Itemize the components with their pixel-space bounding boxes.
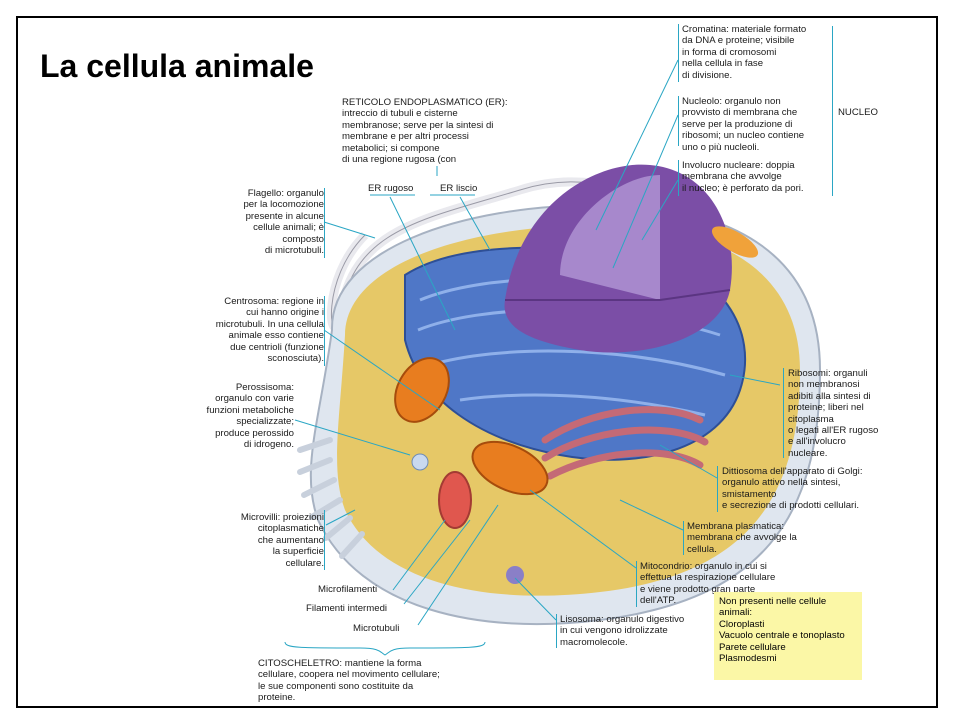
label-lisosoma: Lisosoma: organulo digestivo in cui veng…	[560, 614, 684, 648]
label-centrosoma: Centrosoma: regione in cui hanno origine…	[216, 296, 324, 364]
label-citoscheletro: CITOSCHELETRO: mantiene la forma cellula…	[258, 658, 440, 704]
label-nucleolo: Nucleolo: organulo non provvisto di memb…	[682, 96, 804, 153]
label-reticolo: RETICOLO ENDOPLASMATICO (ER): intreccio …	[342, 97, 508, 165]
label-ribosomi: Ribosomi: organuli non membranosi adibit…	[788, 368, 878, 459]
leader-flagello	[324, 222, 375, 238]
label-er-liscio: ER liscio	[440, 183, 477, 194]
label-perossisoma: Perossisoma: organulo con varie funzioni…	[207, 382, 294, 450]
lysosome	[506, 566, 524, 584]
label-nucleo: NUCLEO	[838, 107, 878, 118]
page-title: La cellula animale	[40, 48, 314, 85]
note-not-present-text: Non presenti nelle cellule animali: Clor…	[714, 592, 862, 668]
label-flagello: Flagello: organulo per la locomozione pr…	[243, 188, 324, 256]
label-filamenti: Filamenti intermedi	[306, 603, 387, 614]
note-not-present: Non presenti nelle cellule animali: Clor…	[714, 592, 862, 680]
label-microfilamenti: Microfilamenti	[318, 584, 377, 595]
label-involucro: Involucro nucleare: doppia membrana che …	[682, 160, 804, 194]
label-microtubuli: Microtubuli	[353, 623, 399, 634]
label-membrana: Membrana plasmatica: membrana che avvolg…	[687, 521, 797, 555]
label-er-rugoso: ER rugoso	[368, 183, 413, 194]
peroxisome	[412, 454, 428, 470]
label-cromatina: Cromatina: materiale formato da DNA e pr…	[682, 24, 806, 81]
citoscheletro-brace	[285, 642, 485, 655]
label-microvilli: Microvilli: proiezioni citoplasmatiche c…	[241, 512, 324, 569]
mitochondrion-3	[439, 472, 471, 528]
label-golgi: Dittiosoma dell'apparato di Golgi: organ…	[722, 466, 862, 512]
